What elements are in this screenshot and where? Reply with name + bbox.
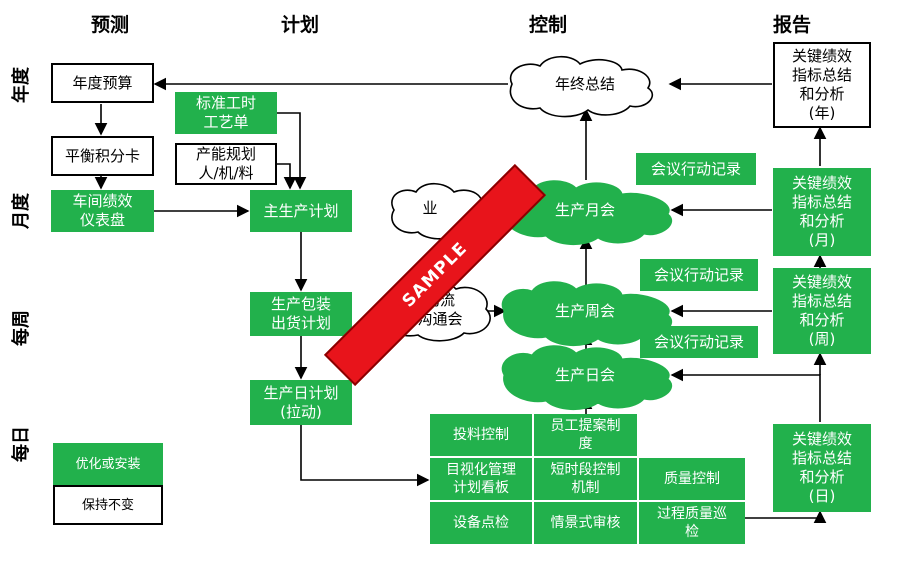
legend-keep: 保持不变: [53, 485, 163, 525]
legend-improve: 优化或安装: [53, 443, 163, 485]
equipment-check-cell: 设备点检: [453, 515, 509, 531]
grid-divider-h1: [430, 456, 745, 458]
quality-control-cell: 质量控制: [664, 471, 720, 487]
meeting-minutes-2: 会议行动记录: [640, 259, 758, 291]
grid-divider-v2: [637, 458, 639, 544]
cloud-monthly: [501, 180, 673, 245]
workshop-dashboard-box: 车间绩效 仪表盘: [51, 190, 154, 232]
column-header-report: 报告: [772, 14, 811, 36]
feed-control-cell: 投料控制: [453, 427, 509, 443]
cloud-daily: [501, 345, 673, 410]
legend-improve-label: 优化或安装: [75, 456, 141, 472]
meeting-minutes-1-label: 会议行动记录: [650, 159, 741, 178]
year-end-summary-label: 年终总结: [554, 74, 615, 93]
grid-divider-v1: [532, 414, 534, 544]
annual-budget-box: 年度预算: [51, 63, 154, 103]
meeting-minutes-2-label: 会议行动记录: [653, 265, 744, 284]
cloud-year-end: [509, 55, 654, 118]
meeting-minutes-3: 会议行动记录: [640, 326, 758, 358]
balanced-scorecard-label: 平衡积分卡: [64, 146, 140, 165]
master-schedule-box: 主生产计划: [250, 190, 352, 232]
suggestion-cell: 员工提案制 度: [550, 418, 621, 452]
kpi-day-label: 关键绩效 指标总结 和分析 (日): [791, 430, 852, 505]
column-header-control: 控制: [528, 14, 567, 36]
kpi-year-box: 关键绩效 指标总结 和分析 (年): [773, 42, 871, 128]
row-header-day: 每日: [11, 426, 32, 462]
column-header-forecast: 预测: [90, 14, 129, 36]
capacity-planning-box: 产能规划 人/机/料: [175, 143, 277, 185]
packing-plan-label: 生产包装 出货计划: [270, 295, 331, 332]
kpi-year-label: 关键绩效 指标总结 和分析 (年): [791, 47, 852, 122]
annual-budget-label: 年度预算: [72, 73, 133, 92]
kpi-week-label: 关键绩效 指标总结 和分析 (周): [791, 273, 852, 348]
short-interval-cell: 短时段控制 机制: [550, 462, 621, 496]
kpi-day-box: 关键绩效 指标总结 和分析 (日): [773, 424, 871, 512]
row-header-week: 每周: [11, 310, 32, 346]
daily-plan-box: 生产日计划 (拉动): [250, 380, 352, 425]
capacity-planning-label: 产能规划 人/机/料: [195, 145, 256, 182]
cloud-weekly: [501, 281, 673, 346]
partial-cloud-label: 业: [422, 198, 438, 217]
monthly-meeting-label: 生产月会: [554, 200, 615, 219]
workshop-dashboard-label: 车间绩效 仪表盘: [72, 192, 133, 229]
standard-routing-box: 标准工时 工艺单: [175, 92, 277, 134]
grid-divider-h2: [430, 500, 745, 502]
scenario-audit-cell: 情景式审核: [550, 515, 621, 531]
process-patrol-cell: 过程质量巡 检: [657, 506, 727, 540]
packing-plan-box: 生产包装 出货计划: [250, 292, 352, 336]
legend-keep-label: 保持不变: [81, 497, 134, 513]
master-schedule-label: 主生产计划: [263, 201, 339, 220]
meeting-minutes-1: 会议行动记录: [636, 153, 756, 185]
row-header-month: 月度: [11, 193, 32, 229]
kpi-month-box: 关键绩效 指标总结 和分析 (月): [773, 168, 871, 256]
kpi-month-label: 关键绩效 指标总结 和分析 (月): [791, 174, 852, 249]
column-header-plan: 计划: [280, 14, 319, 36]
row-header-year: 年度: [11, 67, 32, 103]
meeting-minutes-3-label: 会议行动记录: [653, 332, 744, 351]
daily-plan-label: 生产日计划 (拉动): [263, 383, 339, 421]
daily-meeting-label: 生产日会: [554, 365, 615, 384]
kpi-week-box: 关键绩效 指标总结 和分析 (周): [773, 268, 871, 354]
weekly-meeting-label: 生产周会: [554, 301, 615, 320]
visual-board-cell: 目视化管理 计划看板: [446, 462, 516, 496]
standard-routing-label: 标准工时 工艺单: [195, 94, 256, 131]
balanced-scorecard-box: 平衡积分卡: [51, 136, 154, 176]
